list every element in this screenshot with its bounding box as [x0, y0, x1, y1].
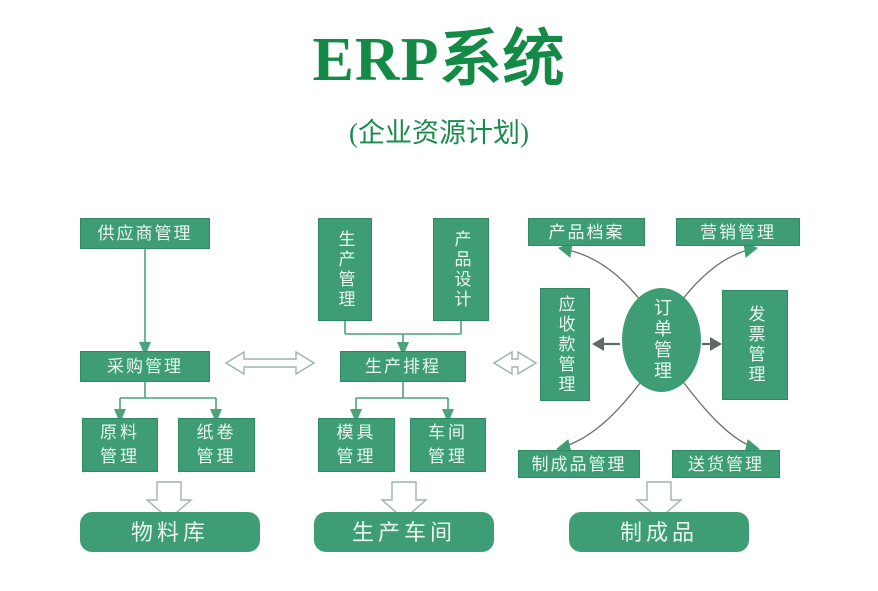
connector-scheduling-to-shopfloor: [350, 382, 454, 423]
block-down-arrow-finished-goods: [635, 481, 683, 520]
node-marketing-management[interactable]: 营销管理: [676, 218, 800, 246]
node-purchase-management[interactable]: 采购管理: [80, 351, 210, 382]
node-paper-roll-management[interactable]: 纸卷 管理: [178, 418, 255, 472]
node-material-warehouse[interactable]: 物料库: [80, 512, 260, 552]
connector-production-to-scheduling: [344, 321, 462, 356]
node-workshop-management[interactable]: 车间 管理: [410, 418, 486, 472]
straight-arrow-order-to-receivables: [592, 337, 620, 351]
block-down-arrow-production-workshop: [380, 481, 428, 520]
connector-purchase-to-materials: [114, 382, 222, 423]
straight-arrow-order-to-invoice: [702, 337, 722, 351]
node-order-management[interactable]: 订单管理: [622, 288, 701, 392]
node-delivery-management[interactable]: 送货管理: [672, 450, 780, 478]
node-invoice-management[interactable]: 发票管理: [722, 290, 788, 400]
node-receivables-management[interactable]: 应收款管理: [540, 288, 590, 401]
node-mold-management[interactable]: 模具 管理: [318, 418, 395, 472]
node-production-workshop[interactable]: 生产车间: [314, 512, 494, 552]
node-product-archive[interactable]: 产品档案: [528, 218, 645, 246]
block-down-arrow-material-warehouse: [145, 481, 193, 520]
node-finished-goods-management[interactable]: 制成品管理: [518, 450, 640, 478]
node-product-design[interactable]: 产品设计: [433, 218, 489, 321]
node-production-management[interactable]: 生产管理: [318, 218, 372, 321]
double-arrow-purchase-scheduling: [224, 350, 316, 376]
page-title: ERP系统: [312, 26, 566, 94]
connector-supplier-to-purchase: [139, 249, 151, 356]
node-supplier-management[interactable]: 供应商管理: [80, 218, 210, 249]
node-finished-goods[interactable]: 制成品: [569, 512, 749, 552]
double-arrow-scheduling-receivables: [492, 350, 538, 376]
page-subtitle: (企业资源计划): [349, 118, 529, 148]
node-raw-material-management[interactable]: 原料 管理: [82, 418, 158, 472]
node-production-scheduling[interactable]: 生产排程: [340, 351, 466, 382]
